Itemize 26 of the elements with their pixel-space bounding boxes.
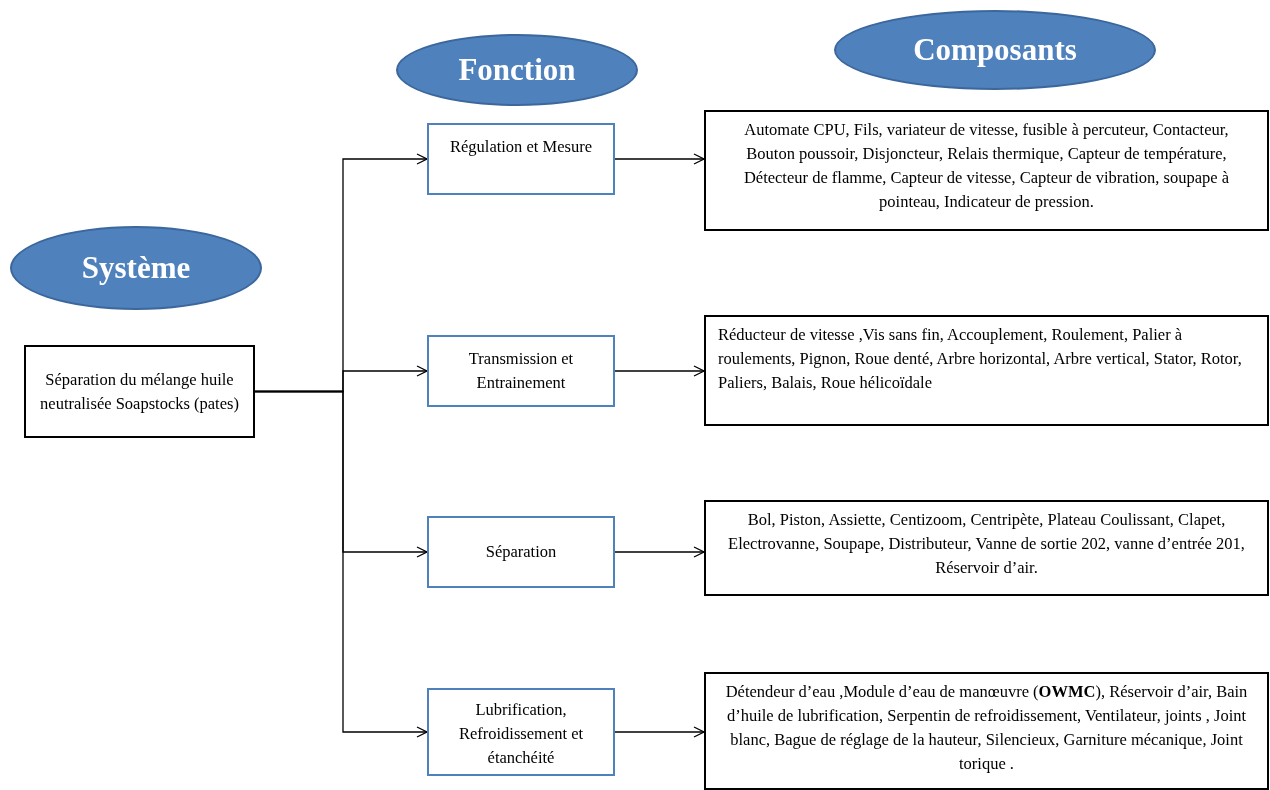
function-box: [427, 335, 615, 407]
box-text: Bol, Piston, Assiette, Centizoom, Centripète, Plateau Coulissant, Clapet, Electrovanne, Soupape, Distributeur, Vanne de sortie 202, vanne d’entrée 201, Réservoir d’air.: [727, 509, 1246, 579]
arrow: [614, 726, 705, 738]
box-text: Séparation: [485, 541, 557, 563]
box-text: Lubrification, Refroidissement et étanchéité: [457, 699, 585, 769]
system-box: [24, 345, 255, 438]
box-text: Réducteur de vitesse ,Vis sans fin, Accouplement, Roulement, Palier à roulements, Pignon, Roue denté, Arbre horizontal, Arbre vertical, Stator, Rotor, Paliers, Balais, Roue hélicoïdale: [718, 324, 1243, 394]
arrow: [614, 365, 705, 377]
component-box: [704, 315, 1269, 426]
arrow: [254, 390, 428, 738]
heading-text: Composants: [913, 32, 1077, 68]
function-box: [427, 123, 615, 195]
arrow: [614, 546, 705, 558]
heading-text: Système: [81, 250, 191, 286]
arrow: [614, 153, 705, 165]
component-box: [704, 110, 1269, 231]
box-text: Régulation et Mesure: [449, 136, 592, 158]
heading-text: Fonction: [458, 52, 576, 88]
box-text: Détendeur d’eau ,Module d’eau de manœuvre (OWMC), Réservoir d’air, Bain d’huile de lubrification, Serpentin de refroidissement, Ventilateur, joints , Joint blanc, Bague de réglage de la hauteur, Silencieux, Garniture mécanique, Joint torique .: [724, 681, 1249, 775]
function-box: [427, 516, 615, 588]
component-box: [704, 500, 1269, 596]
function-box: [427, 688, 615, 776]
component-box: [704, 672, 1269, 790]
box-text: Automate CPU, Fils, variateur de vitesse, fusible à percuteur, Contacteur, Bouton poussoir, Disjoncteur, Relais thermique, Capteur de température, Détecteur de flamme, Capteur de vitesse, Capteur de vibration, soupape à pointeau, Indicateur de pression.: [742, 119, 1231, 213]
box-text: Séparation du mélange huile neutralisée Soapstocks (pates): [39, 368, 240, 415]
box-text: Transmission et Entrainement: [467, 348, 575, 394]
